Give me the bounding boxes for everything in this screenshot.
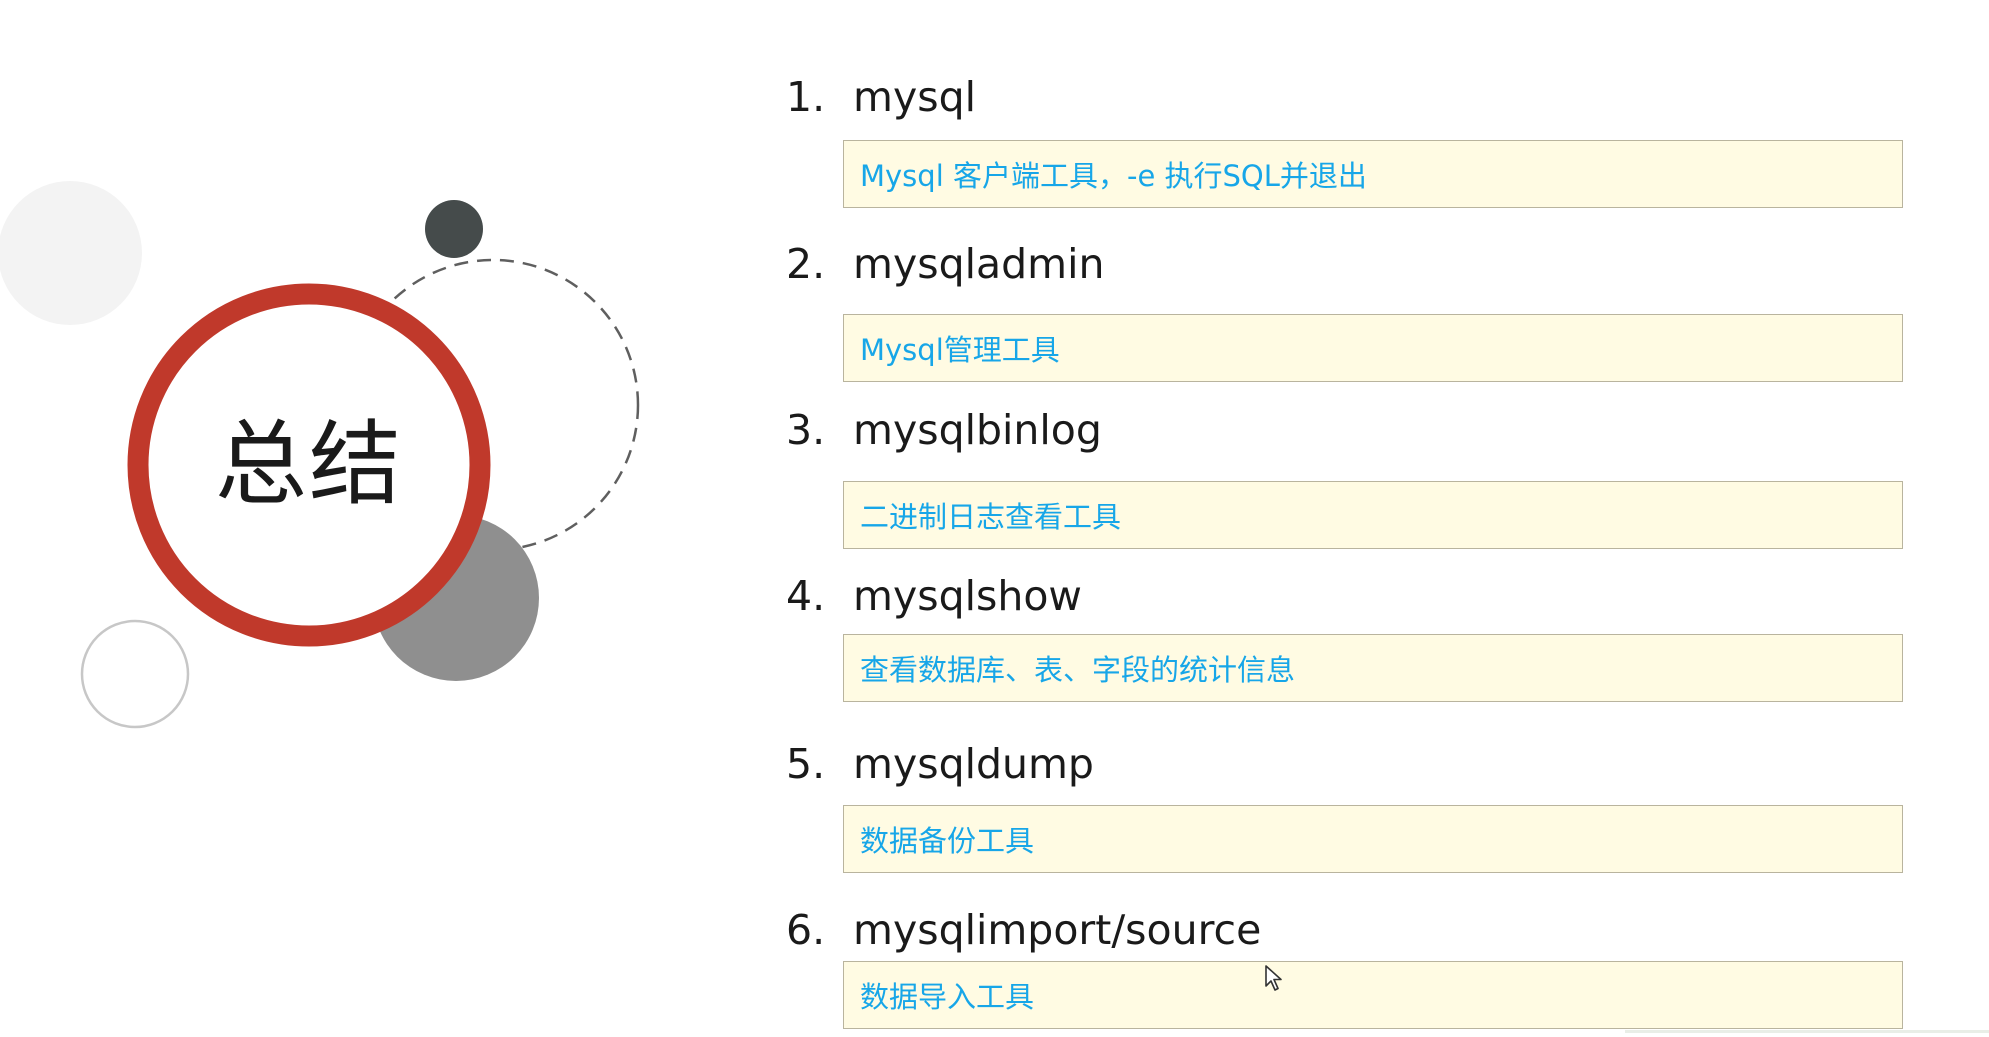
description-box: Mysql管理工具 — [843, 314, 1903, 382]
description-box: 数据备份工具 — [843, 805, 1903, 873]
description-box: Mysql 客户端工具，-e 执行SQL并退出 — [843, 140, 1903, 208]
item-name: mysqlshow — [853, 572, 1082, 620]
bottom-divider — [1625, 1030, 1989, 1033]
list-item-heading: 2. mysqladmin — [786, 239, 1104, 289]
item-description: 数据导入工具 — [860, 980, 1035, 1014]
list-item-heading: 3. mysqlbinlog — [786, 405, 1102, 455]
item-name: mysqlbinlog — [853, 406, 1102, 454]
item-description: 查看数据库、表、字段的统计信息 — [860, 653, 1296, 687]
item-description: 数据备份工具 — [860, 824, 1035, 858]
item-name: mysqlimport/source — [853, 906, 1262, 954]
item-description: Mysql 客户端工具，-e 执行SQL并退出 — [860, 159, 1367, 193]
item-description: Mysql管理工具 — [860, 333, 1060, 367]
item-number: 5. — [786, 740, 826, 788]
light-gray-circle — [0, 181, 142, 325]
description-box: 数据导入工具 — [843, 961, 1903, 1029]
item-name: mysql — [853, 73, 976, 121]
item-number: 6. — [786, 906, 826, 954]
description-box: 二进制日志查看工具 — [843, 481, 1903, 549]
title-ring — [127, 283, 491, 647]
item-number: 1. — [786, 73, 826, 121]
dark-dot-circle — [425, 200, 483, 258]
dashed-circle — [346, 258, 640, 552]
list-item-heading: 6. mysqlimport/source — [786, 905, 1261, 955]
item-name: mysqladmin — [853, 240, 1105, 288]
description-box: 查看数据库、表、字段的统计信息 — [843, 634, 1903, 702]
item-description: 二进制日志查看工具 — [860, 500, 1122, 534]
mouse-cursor-icon — [1265, 965, 1282, 991]
item-number: 2. — [786, 240, 826, 288]
item-number: 4. — [786, 572, 826, 620]
item-number: 3. — [786, 406, 826, 454]
list-item-heading: 5. mysqldump — [786, 739, 1094, 789]
item-name: mysqldump — [853, 740, 1094, 788]
page-title: 总结 — [214, 411, 403, 518]
list-item-heading: 1. mysql — [786, 72, 976, 122]
list-item-heading: 4. mysqlshow — [786, 571, 1082, 621]
outline-circle — [80, 619, 190, 729]
